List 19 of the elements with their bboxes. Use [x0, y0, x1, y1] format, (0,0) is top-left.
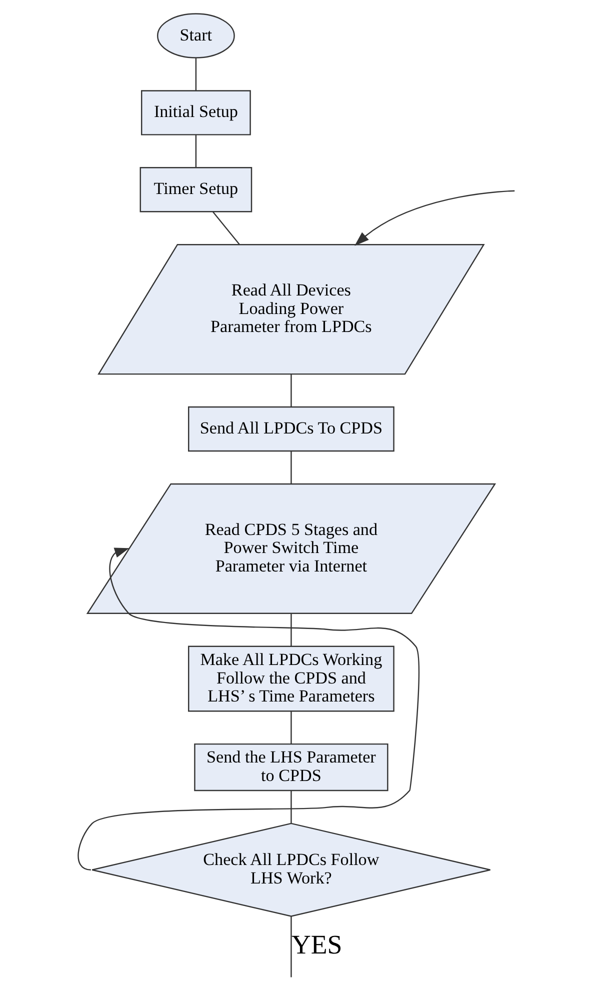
- node-box: Timer Setup: [139, 167, 252, 212]
- node-box: Send All LPDCs To CPDS: [188, 406, 394, 452]
- node-ellipse: Start: [156, 13, 234, 58]
- connector: [194, 58, 196, 91]
- connector: [290, 712, 292, 744]
- connector: [290, 451, 292, 484]
- connector: [290, 916, 292, 978]
- node-box: Make All LPDCs Working Follow the CPDS and LHS’ s Time Parameters: [188, 646, 394, 712]
- node-box: Initial Setup: [140, 90, 250, 136]
- node-box: Send the LHS Parameter to CPDS: [194, 743, 388, 792]
- arrow: [354, 190, 514, 246]
- connector: [290, 790, 292, 824]
- arrow: [77, 548, 419, 870]
- connector: [194, 135, 196, 168]
- edge-label: YES: [290, 930, 342, 960]
- connector: [290, 374, 292, 407]
- connector: [290, 614, 292, 646]
- connector: [212, 211, 240, 245]
- node-diamond: Check All LPDCs Follow LHS Work?: [91, 822, 490, 917]
